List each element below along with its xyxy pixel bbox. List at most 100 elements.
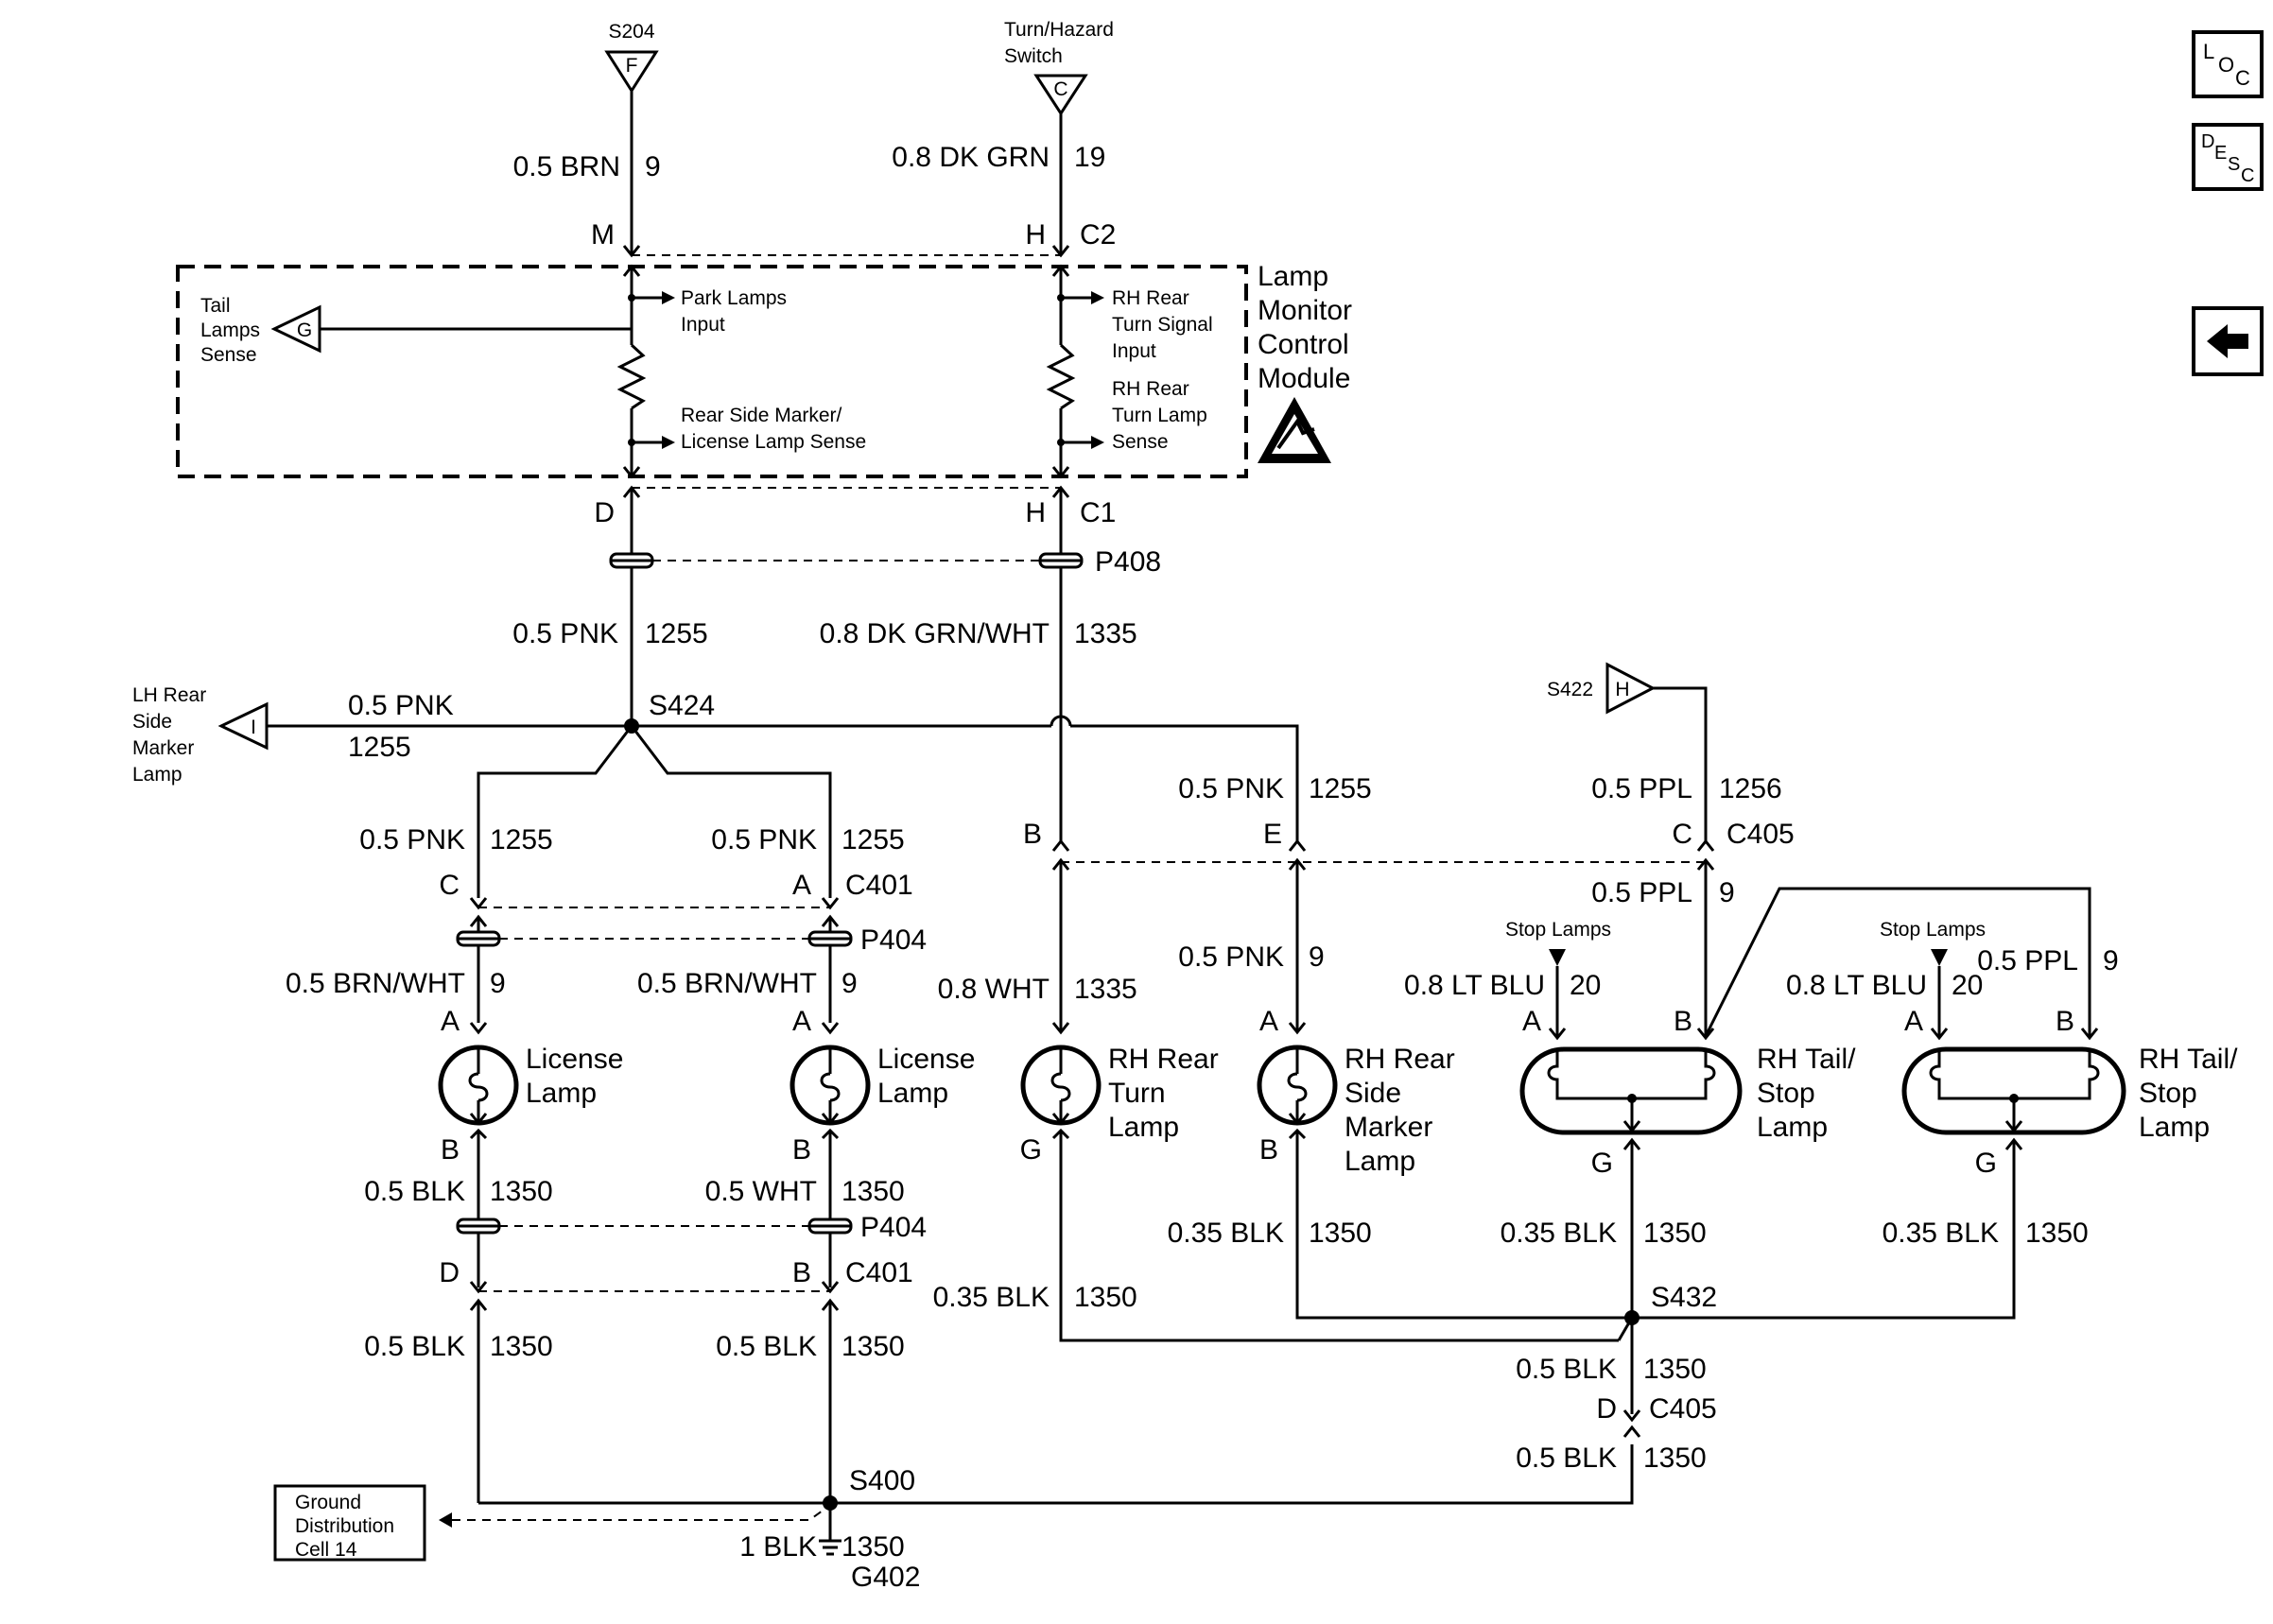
lh-marker-label-1: LH Rear <box>132 684 206 706</box>
c401-top-pin-c: C <box>439 870 460 901</box>
module-name-2: Monitor <box>1258 295 1352 326</box>
c405-bottom-name: C405 <box>1649 1393 1717 1425</box>
wire-wht-turn-gauge: 0.8 WHT <box>938 974 1050 1005</box>
module-boundary <box>176 265 1248 478</box>
wire-pnk-marker-circuit: 1255 <box>1309 773 1372 804</box>
wire-blk-turn-gauge: 0.35 BLK <box>933 1282 1050 1313</box>
turn-hazard-pin: C <box>1053 78 1067 100</box>
rh-rear-turn-lamp: RH Rear Turn Lamp G <box>1020 1022 1219 1166</box>
wire-ppl-lower-circuit: 9 <box>1719 877 1735 908</box>
c2-pin-h: H <box>1025 219 1046 251</box>
license-lamp-1-pin-b: B <box>441 1134 460 1166</box>
wire-blk-left-low-gauge: 0.5 BLK <box>364 1331 465 1362</box>
wire-blk-left-low-circuit: 1350 <box>490 1331 553 1362</box>
wire-brnwht-mid-gauge: 0.5 BRN/WHT <box>637 968 817 999</box>
turn-hazard-switch-terminal: Turn/Hazard Switch C <box>1004 19 1114 116</box>
desc-icon-e: E <box>2214 143 2227 164</box>
license-lamp-2-label-2: Lamp <box>877 1078 948 1109</box>
loc-icon-frame <box>2192 30 2264 98</box>
wire-ppl-right-circuit: 9 <box>2103 945 2119 976</box>
p404-top-label: P404 <box>860 924 927 956</box>
wire-wht-mid-gauge: 0.5 WHT <box>705 1176 817 1207</box>
back-button[interactable] <box>2192 306 2264 376</box>
wire-pnk-mid-gauge: 0.5 PNK <box>711 824 817 855</box>
wire-ppl-lower-gauge: 0.5 PPL <box>1591 877 1692 908</box>
rh-turn-sense-label-2: Turn Lamp <box>1112 405 1207 426</box>
tail1-stop-label: Stop Lamps <box>1505 919 1611 941</box>
park-input-label-2: Input <box>681 314 725 336</box>
tail1-label-2: Stop <box>1757 1078 1815 1109</box>
tail1-label-1: RH Tail/ <box>1757 1044 1856 1075</box>
rh-tail-stop-lamp-1: Stop Lamps 0.8 LT BLU 20 A B RH Tail/ St… <box>1404 919 1856 1179</box>
ground-dist-label-3: Cell 14 <box>295 1539 357 1561</box>
tail-sense-label-3: Sense <box>200 344 257 366</box>
tail1-pin-b: B <box>1674 1006 1692 1037</box>
wire-pnk-marker-lower-gauge: 0.5 PNK <box>1178 942 1284 973</box>
wire-pnk-lh-gauge: 0.5 PNK <box>348 690 454 721</box>
rh-marker-lamp-label-3: Marker <box>1345 1112 1432 1143</box>
connector-c401-top: C A C401 <box>439 870 913 927</box>
p408-inline-connector: P408 <box>609 546 1161 578</box>
loc-icon-o: O <box>2218 53 2234 77</box>
connector-c1: D H C1 <box>594 466 1116 528</box>
tail2-stop-arrow-icon <box>1931 949 1948 966</box>
ground-distribution-box <box>273 1484 426 1562</box>
loc-icon-l: L <box>2203 40 2214 63</box>
lh-marker-pin-icon <box>217 701 269 751</box>
turn-hazard-label-2: Switch <box>1004 45 1063 67</box>
ground-distribution-reference[interactable]: Ground Distribution Cell 14 <box>273 1484 426 1562</box>
rh-turn-lamp-label-2: Turn <box>1108 1078 1166 1109</box>
wire-ltblu-1-circuit: 20 <box>1570 970 1601 1001</box>
wire-blk-s432-circuit: 1350 <box>1643 1354 1707 1385</box>
desc-icon-frame <box>2192 123 2264 191</box>
s204-pin: F <box>626 55 638 77</box>
c1-pin-h: H <box>1025 497 1046 528</box>
p404-bottom-inline-connector: P404 <box>456 1212 927 1243</box>
s204-label: S204 <box>608 21 654 43</box>
wire-blk-c405-circuit: 1350 <box>1643 1443 1707 1474</box>
rh-marker-pin-a: A <box>1259 1006 1278 1037</box>
resistor-left <box>616 343 647 410</box>
c405-top-pin-b: B <box>1023 819 1042 850</box>
license-lamp-1-label-2: Lamp <box>526 1078 597 1109</box>
ground-dist-label-2: Distribution <box>295 1515 394 1537</box>
wire-brn-circuit: 9 <box>645 151 661 182</box>
rh-turn-input-label-2: Turn Signal <box>1112 314 1213 336</box>
wire-ppl-right-gauge: 0.5 PPL <box>1977 945 2078 976</box>
wire-wht-turn-circuit: 1335 <box>1074 974 1137 1005</box>
wire-pnk-main-gauge: 0.5 PNK <box>512 618 618 649</box>
s424-label: S424 <box>649 690 715 721</box>
wire-blk-tail1-circuit: 1350 <box>1643 1218 1707 1249</box>
wire-blk-tail2-gauge: 0.35 BLK <box>1883 1218 1999 1249</box>
lh-marker-pin: I <box>251 717 256 738</box>
wire-ppl-right <box>1704 887 2091 1037</box>
wire-pnk-mid-circuit: 1255 <box>842 824 905 855</box>
rh-turn-input-label-3: Input <box>1112 340 1156 362</box>
desc-button[interactable]: D E S C <box>2192 123 2264 191</box>
loc-button[interactable]: L O C <box>2192 30 2264 98</box>
rh-rear-side-marker-lamp: A RH Rear Side Marker Lamp B <box>1257 1006 1455 1177</box>
wire-dkgrnwht-circuit: 1335 <box>1074 618 1137 649</box>
s422-label: S422 <box>1547 679 1593 700</box>
wire-blk-left-gauge: 0.5 BLK <box>364 1176 465 1207</box>
connector-c401-bottom: D B C401 <box>439 1257 913 1311</box>
turn-hazard-label-1: Turn/Hazard <box>1004 19 1114 41</box>
connector-c405-bottom: D C405 <box>1596 1393 1717 1438</box>
wire-blk-ground-circuit: 1350 <box>842 1531 905 1563</box>
wire-blk-turn-circuit: 1350 <box>1074 1282 1137 1313</box>
license-lamp-2: A License Lamp B <box>789 1006 975 1166</box>
wire-ppl-s422-gauge: 0.5 PPL <box>1591 773 1692 804</box>
rear-marker-sense-label-2: License Lamp Sense <box>681 431 866 453</box>
wire-crossover <box>1050 715 1072 727</box>
tail1-stop-arrow-icon <box>1549 949 1566 966</box>
s400-splice <box>823 1495 838 1511</box>
desc-icon-d: D <box>2201 131 2214 152</box>
wire-pnk-left-circuit: 1255 <box>490 824 553 855</box>
rh-turn-lamp-pin-g: G <box>1020 1134 1042 1166</box>
desc-icon-s: S <box>2228 154 2240 175</box>
wire-ltblu-2-circuit: 20 <box>1952 970 1983 1001</box>
s204-terminal: S204 F <box>604 21 659 94</box>
rh-marker-lamp-label-2: Side <box>1345 1078 1401 1109</box>
license-lamp-1-pin-a: A <box>441 1006 460 1037</box>
